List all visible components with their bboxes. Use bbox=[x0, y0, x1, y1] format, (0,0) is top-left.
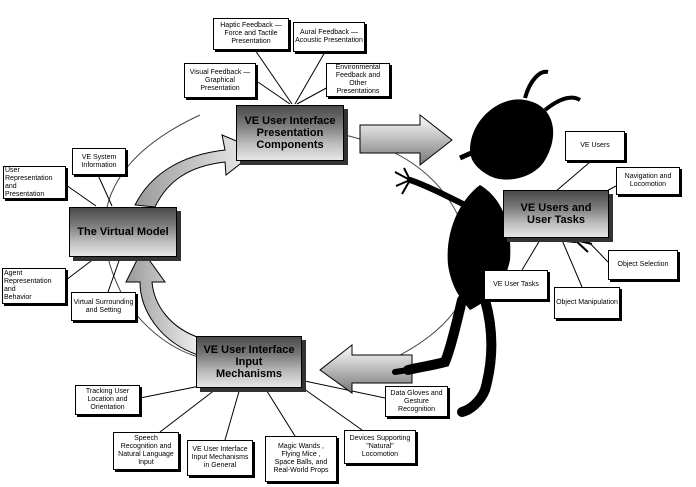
figure-left-arm bbox=[407, 177, 468, 208]
line-data-gloves bbox=[299, 379, 386, 399]
label-ve-user-tasks: VE User Tasks bbox=[484, 270, 548, 300]
line-input-general bbox=[224, 387, 241, 441]
line-ve-user-tasks bbox=[521, 239, 541, 271]
line-magic-wands bbox=[264, 387, 296, 437]
label-aural-feedback: Aural Feedback — Acoustic Presentation bbox=[293, 22, 365, 52]
label-tracking-user: Tracking User Location and Orientation bbox=[75, 385, 140, 415]
line-ve-users bbox=[554, 161, 591, 193]
presentation-components-box: VE User Interface Presentation Component… bbox=[236, 105, 344, 161]
label-haptic-feedback: Haptic Feedback — Force and Tactile Pres… bbox=[213, 18, 289, 50]
figure-head bbox=[470, 99, 554, 180]
cycle-arc-left bbox=[103, 114, 211, 361]
label-agent-representation: Agent Representation and Behavior bbox=[2, 268, 66, 304]
label-visual-feedback: Visual Feedback — Graphical Presentation bbox=[184, 63, 256, 98]
figure-left-hand bbox=[394, 167, 411, 195]
label-navigation-locomotion: Navigation and Locomotion bbox=[616, 167, 680, 195]
line-visual bbox=[254, 79, 291, 105]
label-magic-wands: Magic Wands , Flying Mice , Space Balls,… bbox=[265, 436, 337, 482]
label-object-manipulation: Object Manipulation bbox=[554, 287, 620, 319]
line-ve-system-info bbox=[97, 174, 113, 207]
figure-right-leg bbox=[457, 295, 497, 417]
line-object-selection bbox=[584, 237, 609, 263]
input-mechanisms-box: VE User Interface Input Mechanisms bbox=[196, 336, 302, 388]
line-aural bbox=[294, 51, 326, 105]
line-agent bbox=[65, 257, 96, 281]
label-speech-recognition: Speech Recognition and Natural Language … bbox=[113, 432, 179, 470]
label-ve-system-information: VE System Information bbox=[72, 148, 126, 175]
label-input-mechanisms-general: VE User Interface Input Mechanisms in Ge… bbox=[187, 440, 253, 476]
label-ve-users: VE Users bbox=[565, 131, 625, 161]
label-virtual-surrounding: Virtual Surrounding and Setting bbox=[71, 292, 136, 321]
stick-figure-illustration bbox=[392, 69, 593, 417]
line-devices bbox=[299, 385, 363, 431]
figure-foot bbox=[392, 367, 411, 375]
line-haptic bbox=[254, 49, 293, 105]
label-environmental-feedback: Environmental Feedback and Other Present… bbox=[326, 63, 390, 97]
label-natural-locomotion: Devices Supporting "Natural" Locomotion bbox=[344, 430, 416, 464]
figure-left-leg bbox=[403, 295, 467, 375]
figure-nose bbox=[458, 147, 480, 161]
arrow-presentation-to-users bbox=[359, 113, 453, 167]
label-user-representation: User Representation and Presentation bbox=[3, 166, 66, 199]
line-user-representation bbox=[65, 184, 97, 207]
label-object-selection: Object Selection bbox=[608, 250, 678, 280]
label-data-gloves: Data Gloves and Gesture Recognition bbox=[385, 386, 448, 417]
figure-hair bbox=[523, 69, 549, 99]
users-and-tasks-box: VE Users and User Tasks bbox=[503, 190, 609, 238]
arrow-users-to-input bbox=[319, 343, 413, 394]
figure-hair-2 bbox=[543, 95, 582, 112]
line-speech bbox=[159, 385, 221, 433]
virtual-model-box: The Virtual Model bbox=[69, 207, 177, 257]
line-virtual-surrounding bbox=[107, 257, 121, 293]
line-environmental bbox=[296, 85, 331, 105]
line-object-manipulation bbox=[561, 239, 583, 288]
